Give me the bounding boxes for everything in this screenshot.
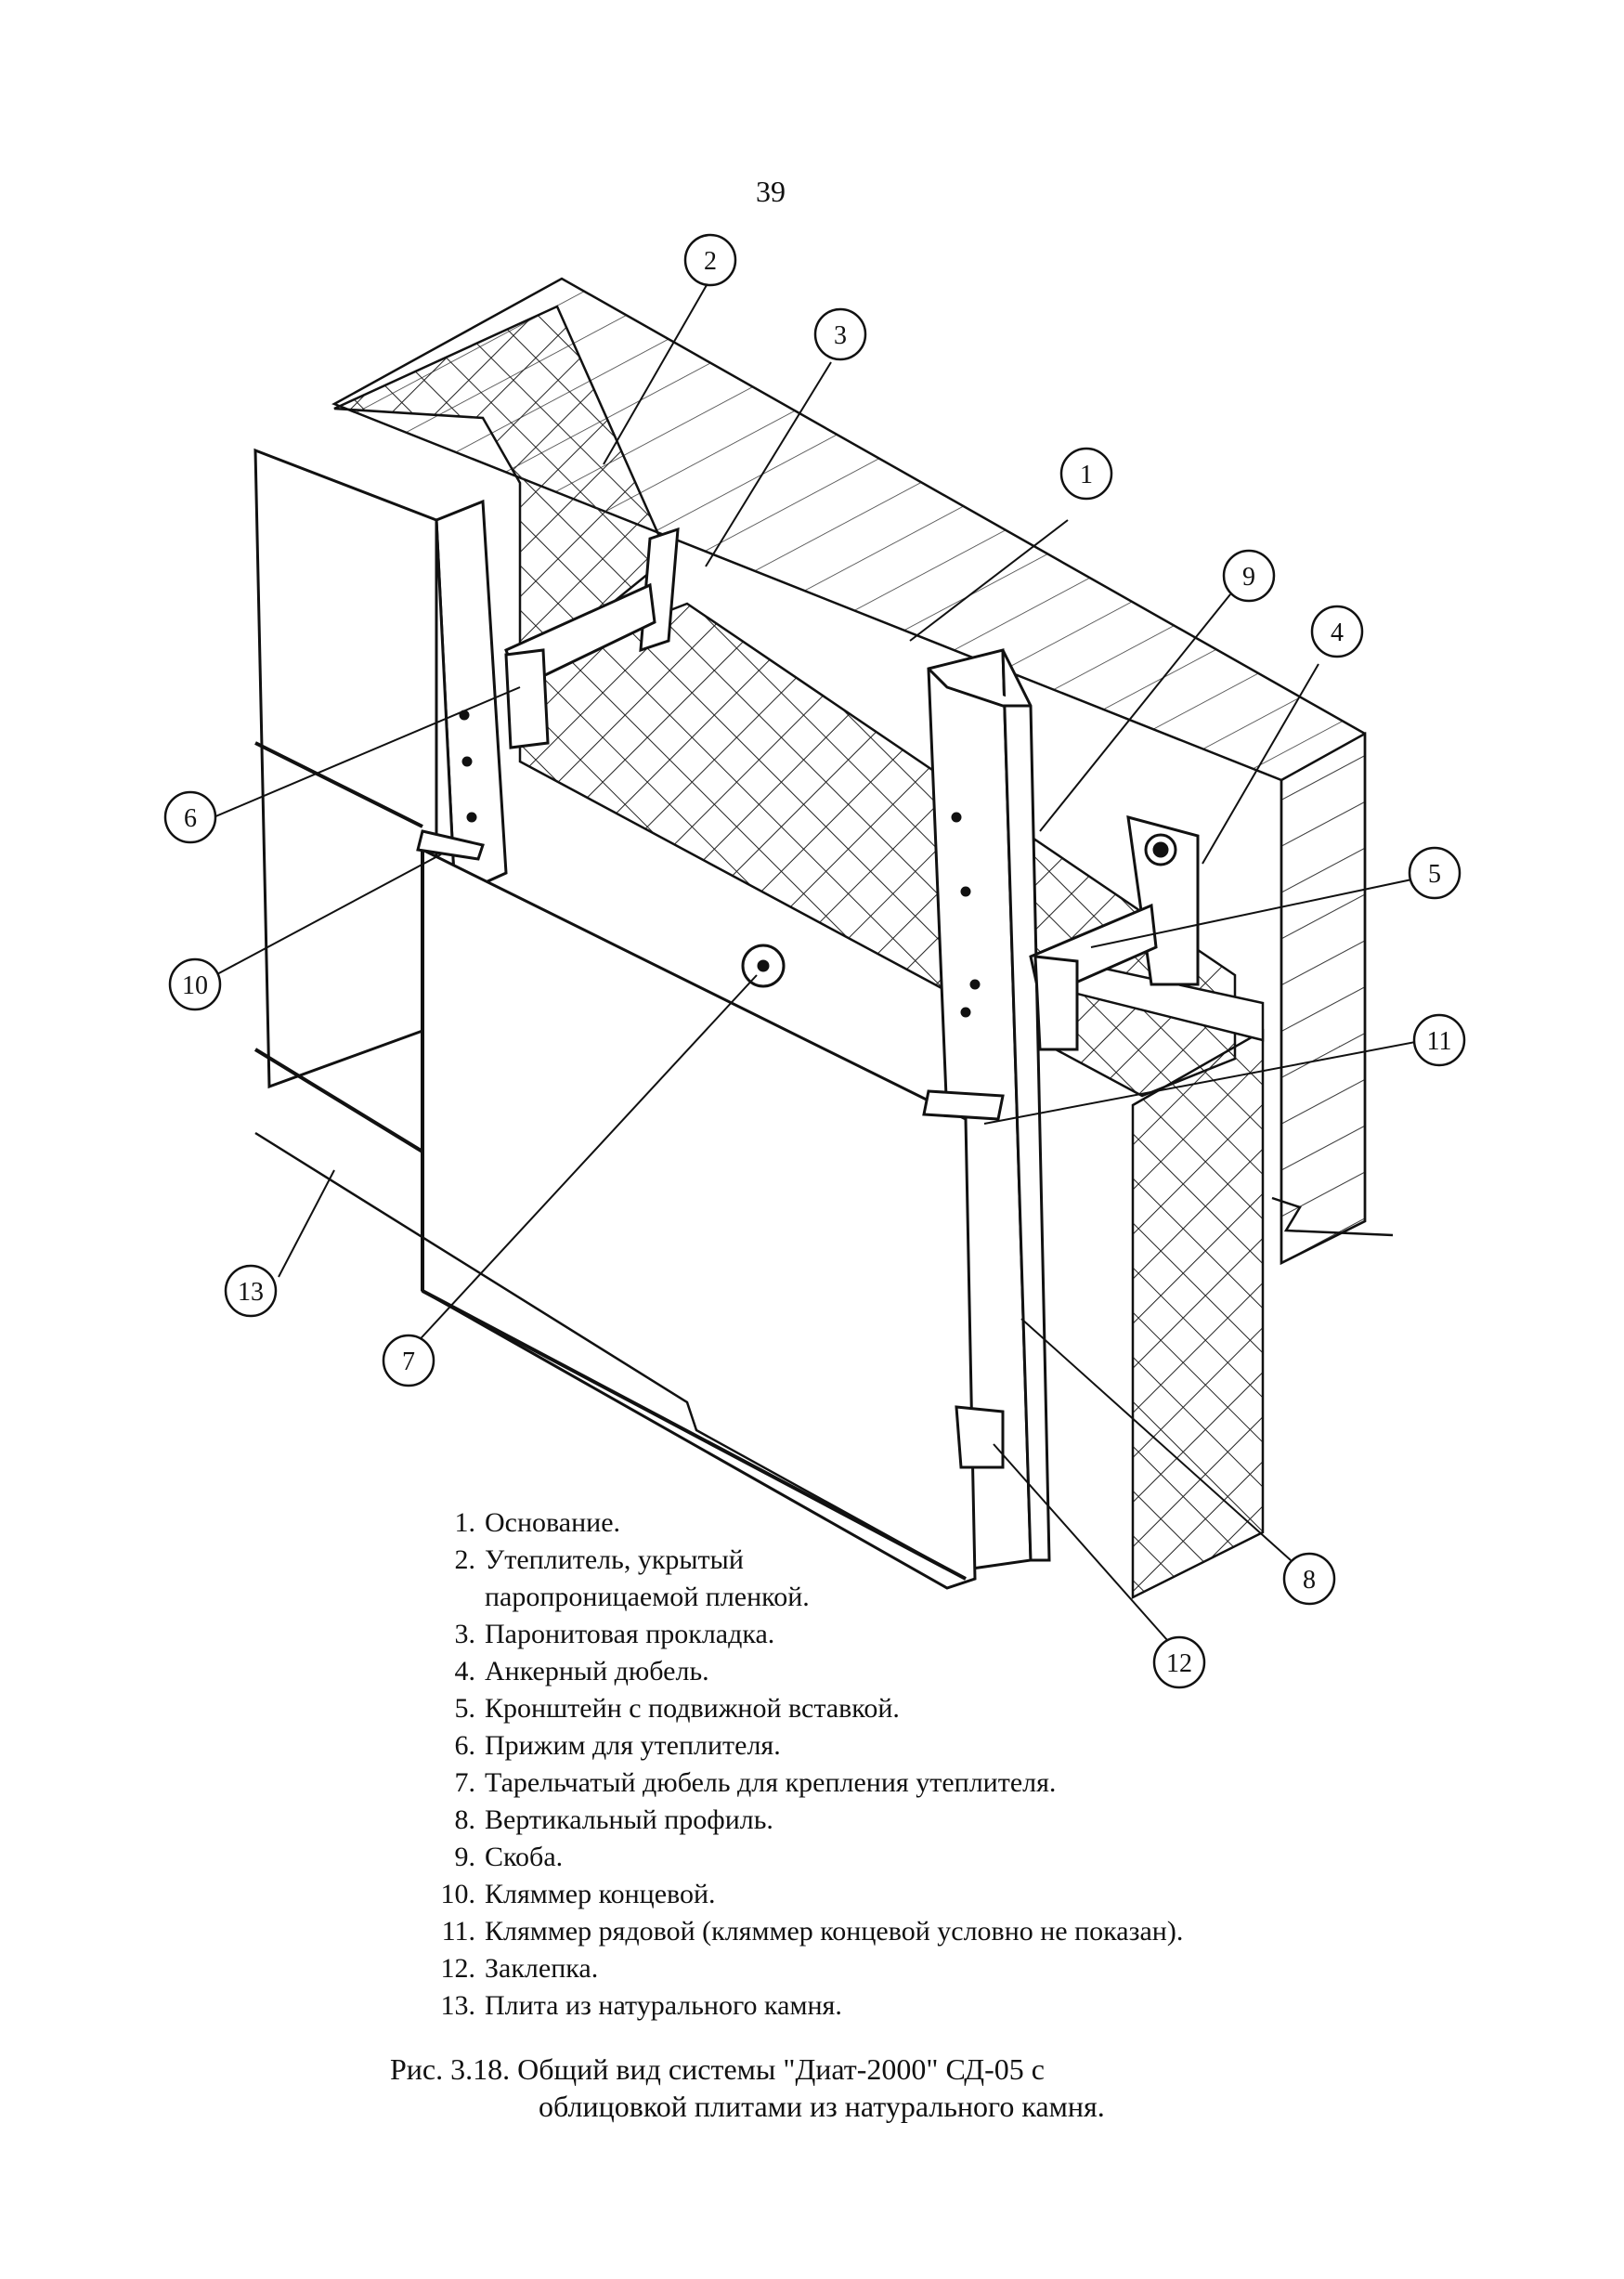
callout-9-label: 9: [1242, 563, 1255, 592]
legend-text: Кляммер рядовой (кляммер концевой условн…: [485, 1916, 1184, 1947]
legend-text: Кронштейн с подвижной вставкой.: [485, 1693, 900, 1724]
legend-number: 9.: [454, 1842, 476, 1872]
legend-item: 11. Кляммер рядовой (кляммер концевой усл…: [427, 1913, 1184, 1950]
legend-text: Заклепка.: [485, 1953, 599, 1984]
callout-7: 7: [382, 1334, 435, 1387]
callout-10: 10: [168, 957, 222, 1011]
callout-1-label: 1: [1080, 461, 1093, 489]
callout-1: 1: [1059, 447, 1113, 501]
callout-11: 11: [1412, 1013, 1466, 1067]
callout-3-label: 3: [834, 321, 847, 350]
legend-text: Тарельчатый дюбель для крепления утеплит…: [485, 1767, 1057, 1798]
legend-text: Прижим для утеплителя.: [485, 1730, 781, 1761]
legend-list: 1. Основание. 2. Утеплитель, укрытый пароп…: [427, 1504, 1184, 2025]
legend-text: Анкерный дюбель.: [485, 1656, 709, 1686]
callout-13-label: 13: [238, 1278, 264, 1307]
right-bracket: [1029, 814, 1200, 1051]
legend-item: 1. Основание.: [427, 1504, 1183, 1542]
callout-6-label: 6: [184, 804, 197, 833]
callout-13: 13: [224, 1264, 278, 1318]
legend-number: 6.: [454, 1730, 476, 1761]
legend-text: Вертикальный профиль.: [485, 1804, 773, 1835]
callout-10-label: 10: [182, 971, 208, 1000]
callout-2-label: 2: [704, 247, 717, 276]
callout-markers: 1 2 3 4 5 6 7 8 9 10 11 12 13: [163, 233, 1466, 1689]
callout-12-label: 12: [1166, 1649, 1192, 1678]
legend-text: Утеплитель, укрытый: [485, 1544, 744, 1575]
legend-text: Кляммер концевой.: [485, 1879, 716, 1909]
legend-item: 8. Вертикальный профиль.: [427, 1802, 1183, 1839]
legend-text: Основание.: [485, 1507, 621, 1538]
caption-line-2: облицовкой плитами из натурального камня…: [539, 2090, 1105, 2123]
callout-8: 8: [1282, 1552, 1336, 1606]
legend-item: 3. Паронитовая прокладка.: [427, 1616, 1183, 1653]
callout-8-label: 8: [1303, 1566, 1316, 1595]
legend-number: 13.: [440, 1990, 476, 2021]
legend-item-continuation: паропроницаемой пленкой.: [427, 1579, 1183, 1616]
stone-slabs: [253, 448, 977, 1590]
callout-6: 6: [163, 790, 217, 844]
legend-number: 3.: [454, 1619, 476, 1649]
left-bracket: [504, 582, 656, 749]
callout-2: 2: [683, 233, 737, 287]
legend-number: 1.: [454, 1507, 476, 1538]
figure-caption: Рис. 3.18. Общий вид системы "Диат-2000"…: [390, 2051, 1105, 2125]
callout-3: 3: [813, 307, 867, 361]
plate-dowel: [741, 944, 786, 988]
legend-number: 11.: [441, 1916, 475, 1947]
callout-4: 4: [1310, 605, 1364, 658]
legend-item: 5. Кронштейн с подвижной вставкой.: [427, 1690, 1183, 1727]
callout-9: 9: [1222, 549, 1276, 603]
callout-11-label: 11: [1427, 1027, 1452, 1056]
legend-number: 7.: [454, 1767, 476, 1798]
legend-item: 6. Прижим для утеплителя.: [427, 1727, 1183, 1765]
legend-item: 10. Кляммер концевой.: [427, 1876, 1183, 1913]
callout-12: 12: [1152, 1635, 1206, 1689]
legend-text: Плита из натурального камня.: [485, 1990, 842, 2021]
legend-item: 2. Утеплитель, укрытый: [427, 1542, 1183, 1579]
legend-item: 7. Тарельчатый дюбель для крепления утепл…: [427, 1765, 1183, 1802]
legend-number: 10.: [440, 1879, 476, 1909]
leader-lines: [213, 278, 1426, 1649]
callout-5: 5: [1408, 846, 1462, 900]
legend-number: 5.: [454, 1693, 476, 1724]
legend-number: 12.: [440, 1953, 476, 1984]
callout-7-label: 7: [402, 1348, 415, 1376]
legend-item: 4. Анкерный дюбель.: [427, 1653, 1183, 1690]
legend-number: 2.: [454, 1544, 476, 1575]
caption-line-1: Рис. 3.18. Общий вид системы "Диат-2000"…: [390, 2052, 1045, 2086]
legend-item: 13. Плита из натурального камня.: [427, 1987, 1183, 2025]
legend-number: 8.: [454, 1804, 476, 1835]
page-number: 39: [756, 175, 786, 208]
legend-number: 4.: [454, 1656, 476, 1686]
legend-text: Скоба.: [485, 1842, 564, 1872]
legend-text: паропроницаемой пленкой.: [485, 1582, 810, 1612]
callout-4-label: 4: [1331, 619, 1344, 647]
legend-item: 9. Скоба.: [427, 1839, 1183, 1876]
legend-item: 12. Заклепка.: [427, 1950, 1183, 1987]
clamps: [416, 829, 1005, 1469]
callout-5-label: 5: [1428, 860, 1441, 889]
legend-text: Паронитовая прокладка.: [485, 1619, 775, 1649]
